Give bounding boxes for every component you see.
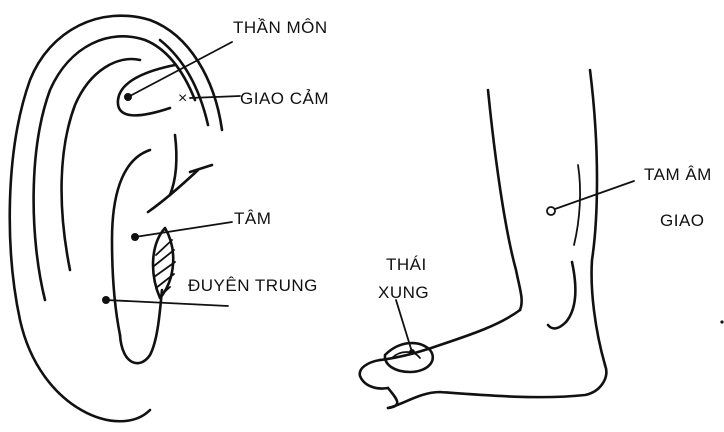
than-mon-leader bbox=[128, 42, 232, 97]
tam-am-giao-leader bbox=[555, 181, 634, 209]
tam-leader bbox=[135, 222, 232, 237]
label-than-mon: THẦN MÔN bbox=[233, 18, 328, 37]
label-giao-cam: GIAO CẢM bbox=[240, 89, 329, 108]
tam-am-giao-point bbox=[547, 207, 555, 215]
speck bbox=[720, 320, 723, 323]
duyen-trung-leader bbox=[106, 300, 228, 306]
label-duyen-trung: ĐUYÊN TRUNG bbox=[188, 276, 318, 295]
label-giao: GIAO bbox=[660, 211, 705, 230]
thai-xung-point bbox=[409, 349, 415, 355]
label-xung: XUNG bbox=[378, 283, 429, 302]
ear-drawing bbox=[10, 16, 222, 422]
label-tam: TÂM bbox=[234, 209, 271, 228]
giao-cam-marker: × bbox=[178, 90, 188, 107]
label-tam-am: TAM ÂM bbox=[644, 165, 712, 184]
giao-cam-leader bbox=[190, 96, 240, 98]
foot-drawing bbox=[360, 70, 607, 408]
label-thai: THÁI bbox=[386, 255, 427, 274]
